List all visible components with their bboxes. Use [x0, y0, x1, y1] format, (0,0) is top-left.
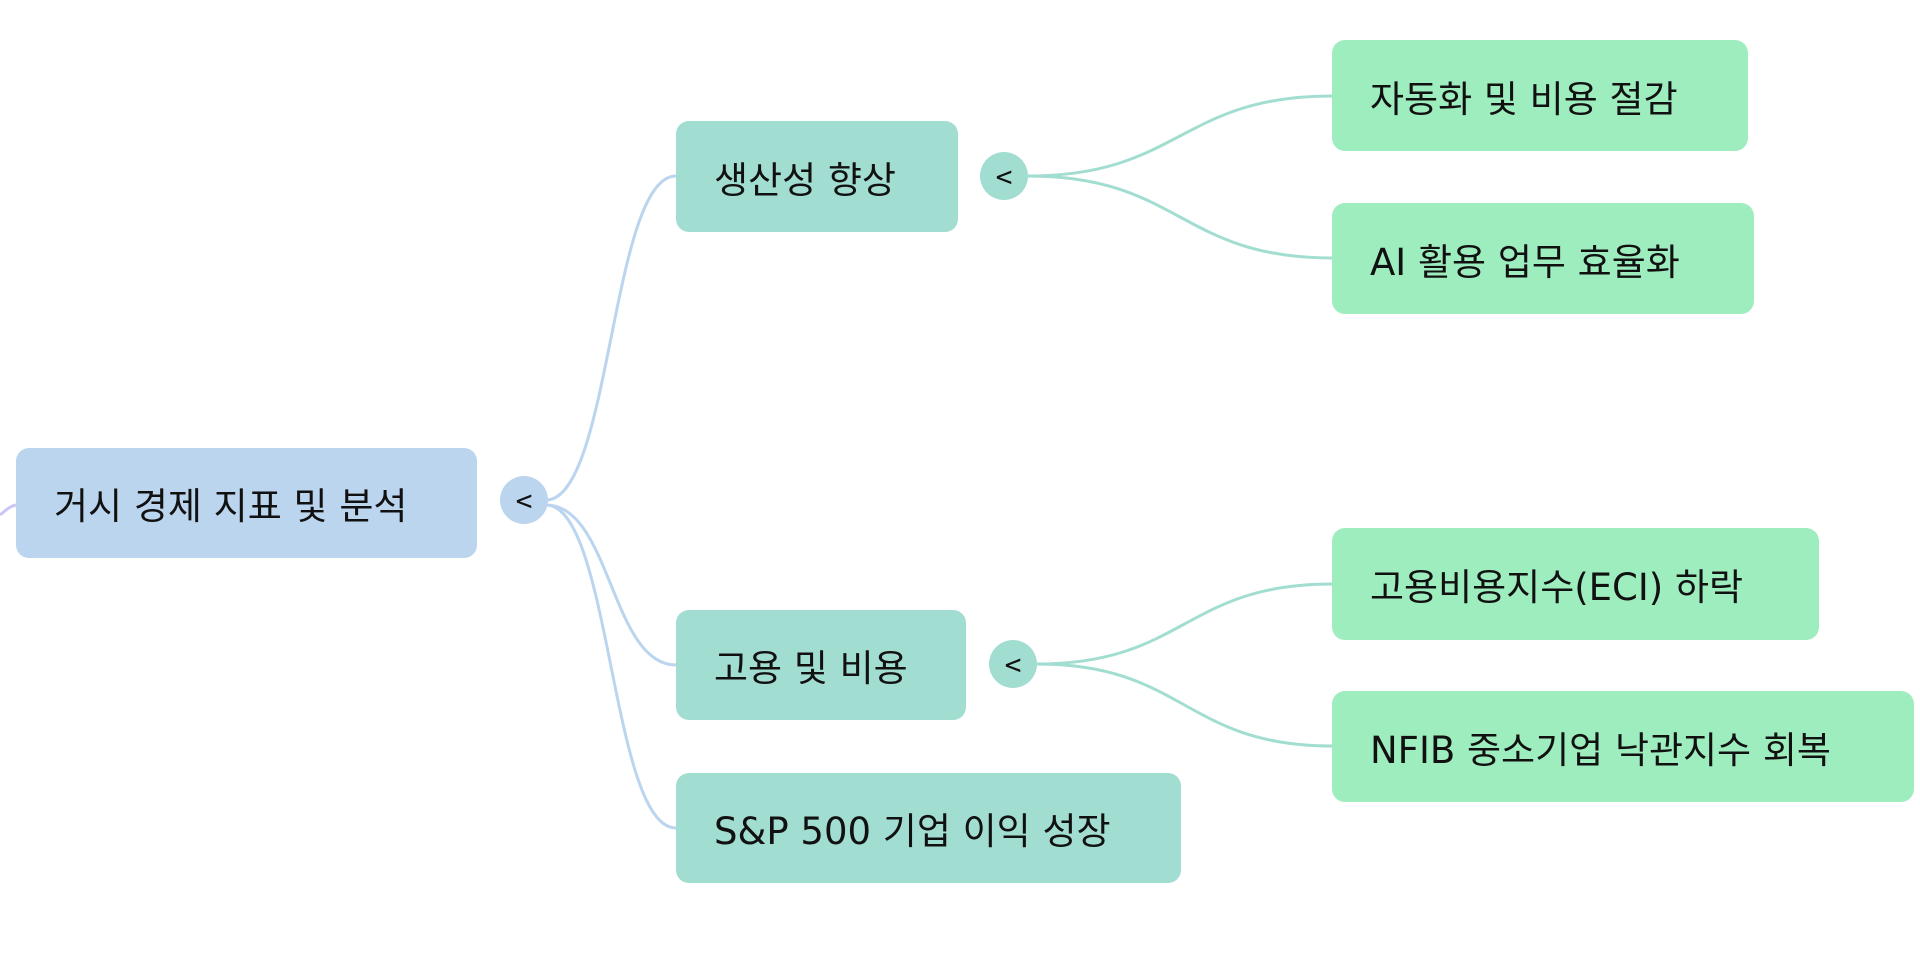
link-root-to-employment [545, 503, 677, 667]
leaf-node-automation[interactable]: 자동화 및 비용 절감 [1332, 40, 1748, 151]
productivity-collapse-toggle[interactable]: < [980, 152, 1028, 200]
branch-node-label: 생산성 향상 [714, 158, 896, 202]
leaf-node-ai-efficiency[interactable]: AI 활용 업무 효율화 [1332, 203, 1754, 314]
leaf-node-label: NFIB 중소기업 낙관지수 회복 [1370, 728, 1831, 772]
incoming-link [0, 503, 17, 517]
root-collapse-toggle[interactable]: < [500, 476, 548, 524]
leaf-node-label: AI 활용 업무 효율화 [1370, 240, 1680, 284]
branch-node-label: 고용 및 비용 [714, 647, 908, 690]
branch-node-employment[interactable]: 고용 및 비용 [676, 610, 966, 720]
branch-node-sp500[interactable]: S&P 500 기업 이익 성장 [676, 773, 1181, 883]
link-productivity-to-automation [1027, 94, 1333, 178]
collapse-icon: < [515, 483, 533, 517]
leaf-node-label: 고용비용지수(ECI) 하락 [1370, 566, 1744, 609]
link-productivity-to-ai [1027, 174, 1333, 260]
employment-collapse-toggle[interactable]: < [989, 640, 1037, 688]
collapse-icon: < [1004, 647, 1022, 681]
leaf-node-nfib[interactable]: NFIB 중소기업 낙관지수 회복 [1332, 691, 1914, 802]
collapse-icon: < [995, 159, 1013, 193]
root-node[interactable]: 거시 경제 지표 및 분석 [16, 448, 477, 558]
link-employment-to-eci [1036, 582, 1333, 666]
branch-node-label: S&P 500 기업 이익 성장 [714, 810, 1111, 853]
link-root-to-productivity [545, 174, 677, 502]
root-node-label: 거시 경제 지표 및 분석 [54, 485, 408, 528]
leaf-node-label: 자동화 및 비용 절감 [1370, 77, 1678, 121]
leaf-node-eci[interactable]: 고용비용지수(ECI) 하락 [1332, 528, 1819, 640]
link-root-to-sp500 [545, 503, 677, 830]
branch-node-productivity[interactable]: 생산성 향상 [676, 121, 958, 232]
link-employment-to-nfib [1036, 662, 1333, 748]
